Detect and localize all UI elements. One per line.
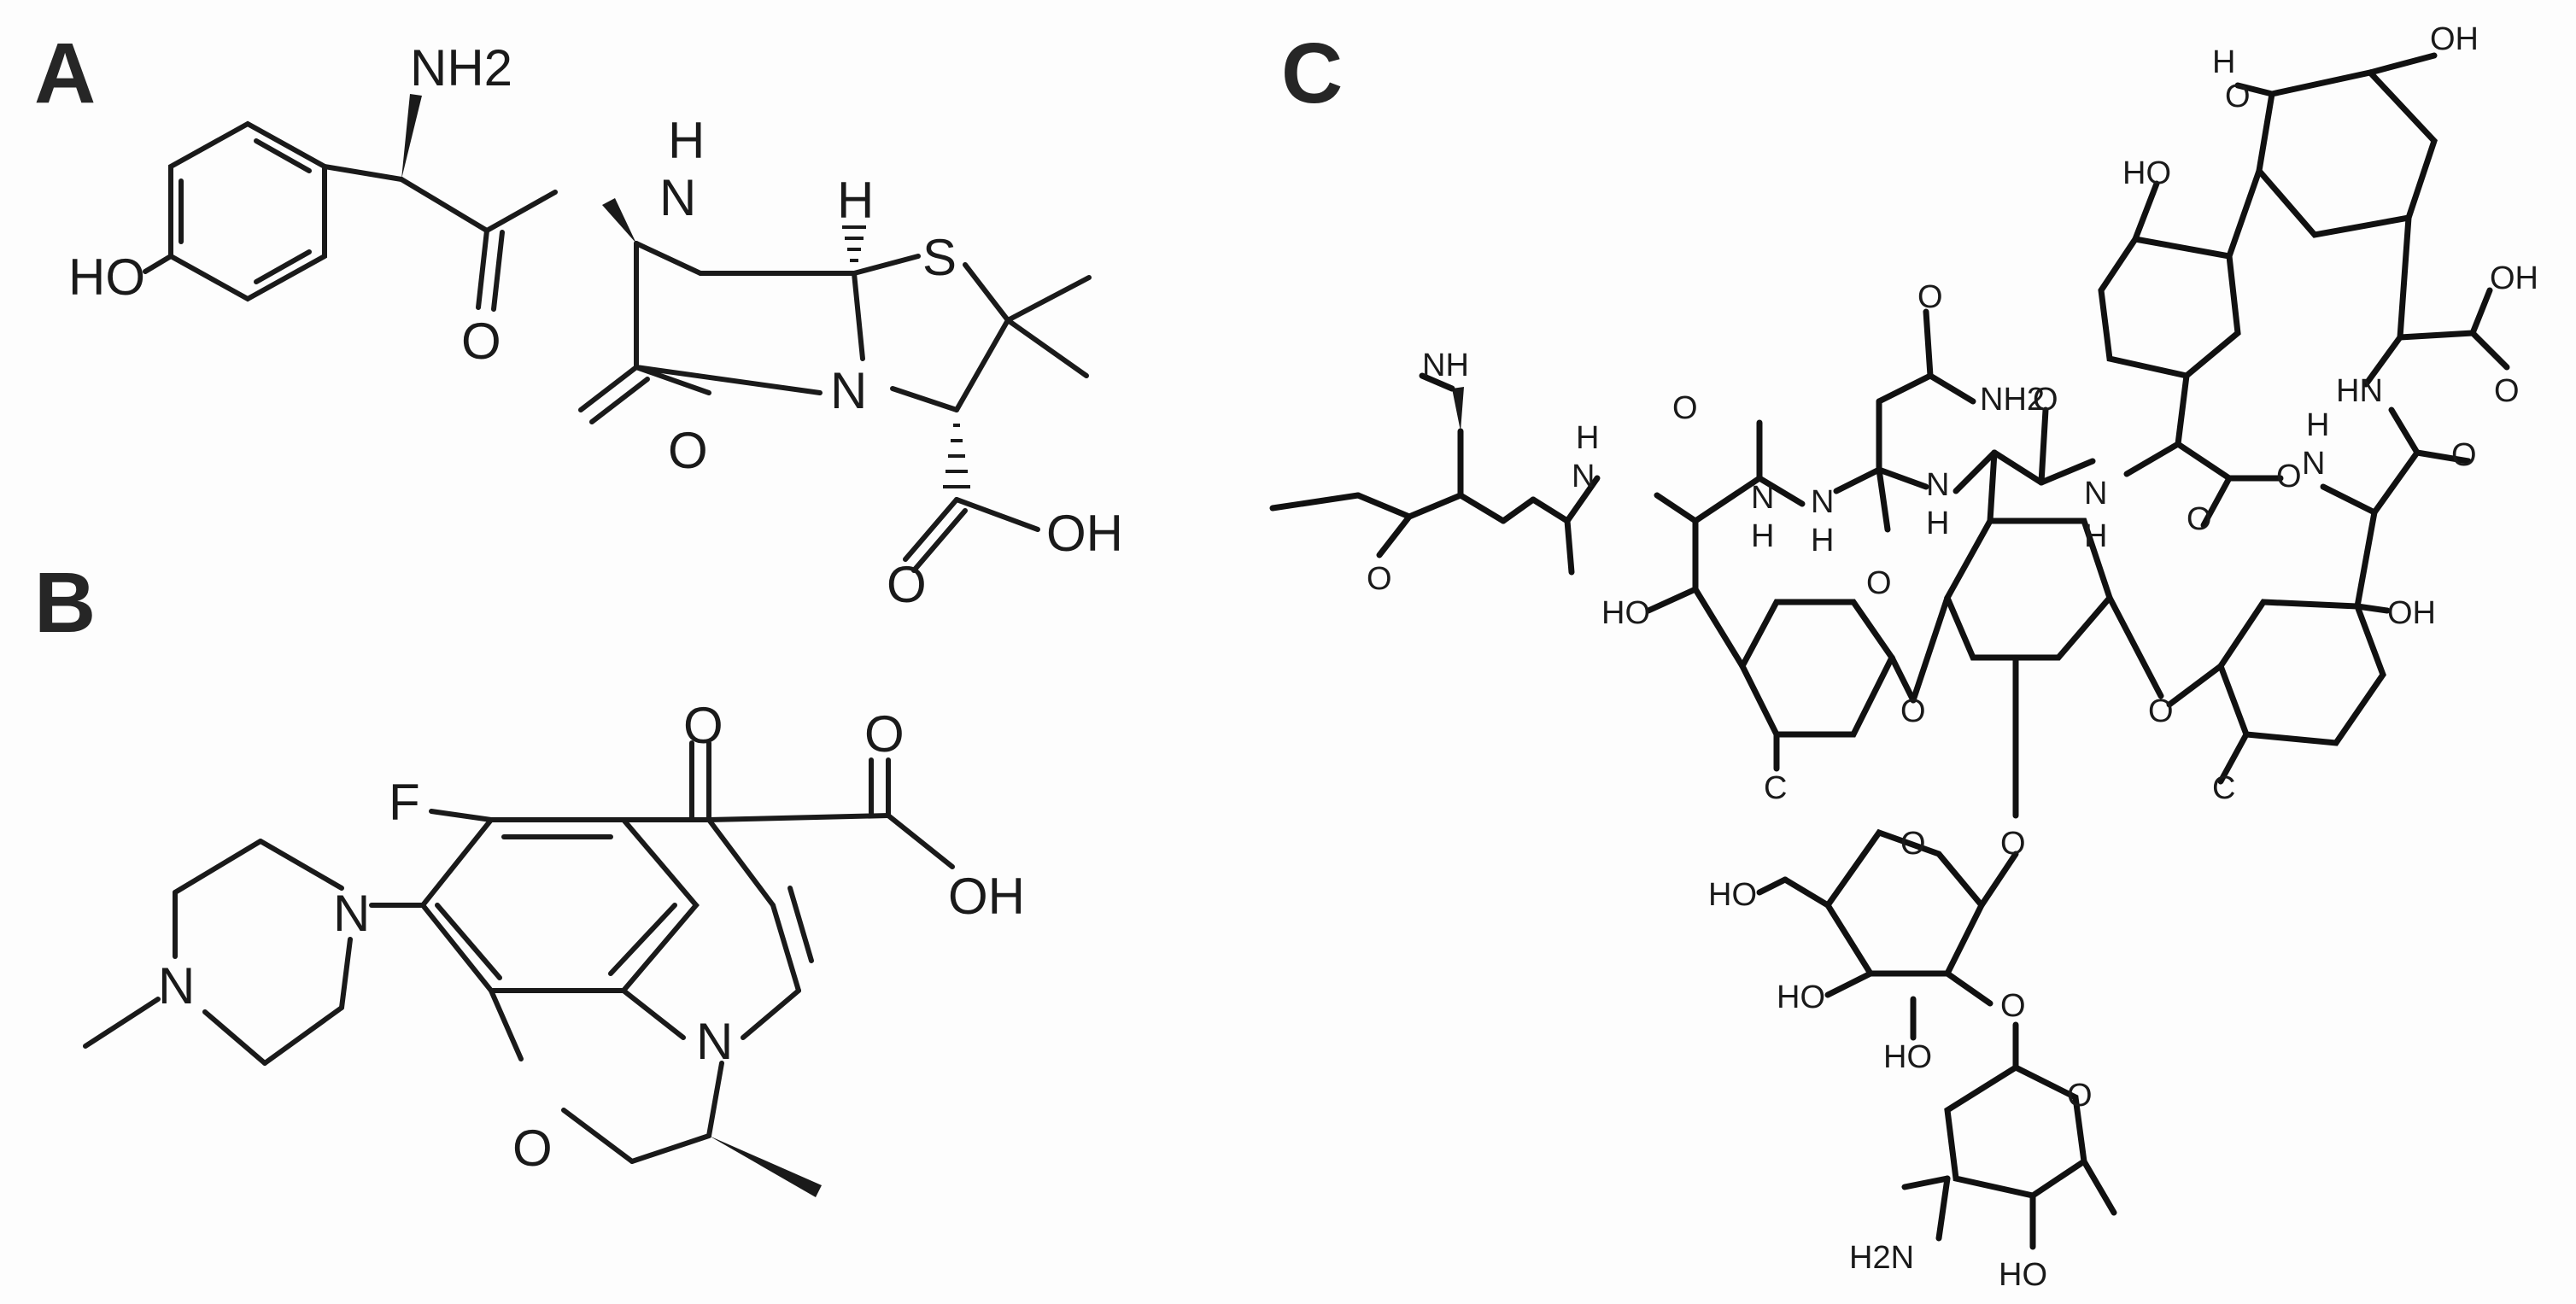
panel-a: A (34, 26, 1123, 613)
atom-s: S (922, 229, 957, 286)
atom-c-h4: H (1926, 506, 1949, 541)
atom-c-o3: O (1866, 565, 1892, 601)
atom-c-o-s3: O (2000, 988, 2026, 1024)
atom-c-n1: N (1572, 459, 1595, 494)
atom-c-o-ether2: O (2148, 693, 2174, 729)
hash-cooh (943, 424, 970, 488)
atom-o-acid: O (887, 556, 927, 613)
atom-n-core: N (696, 1013, 733, 1070)
wedge-nh2 (401, 94, 422, 179)
atom-c-oh-right: OH (2387, 595, 2436, 631)
atom-c-ho-sugar: HO (1708, 877, 1757, 913)
atom-c-o4: O (2187, 501, 2212, 537)
ring-top (2256, 69, 2438, 238)
atom-c-h-top: H (2212, 44, 2235, 80)
atom-o-ring: O (512, 1120, 553, 1177)
atom-c-n3: N (1811, 484, 1834, 520)
hash-h (842, 225, 866, 262)
panel-b-letter: B (34, 555, 96, 651)
atom-c-o-sugar: O (1900, 826, 1926, 862)
atom-c-c-left: C (1764, 770, 1787, 806)
panel-b-bonds (83, 740, 955, 1197)
benzo-ring (419, 817, 700, 993)
atom-c-n2: N (1751, 480, 1774, 516)
atom-o-acid-b: O (864, 705, 905, 763)
atom-o-amide: O (461, 313, 501, 370)
atom-nh-h: H (668, 112, 705, 169)
atom-c-o6: O (2451, 437, 2477, 473)
panel-a-atoms: NH2 H N HO O H S N O O OH (68, 39, 1123, 613)
wedge-nh (1452, 387, 1464, 431)
panel-c-bonds (1269, 52, 2510, 1250)
atom-c-o1: O (1367, 561, 1392, 597)
atom-ho: HO (68, 249, 145, 306)
atom-c-o-mid: O (2033, 382, 2058, 418)
panel-a-letter: A (34, 26, 96, 121)
ring-upper-left (2098, 236, 2241, 379)
ring-left (1739, 599, 1896, 738)
atom-o-keto: O (683, 697, 723, 754)
atom-c-h2: H (1751, 518, 1774, 554)
atom-n-pip2: N (158, 957, 195, 1015)
atom-c-ho-bottom: HO (1999, 1257, 2047, 1293)
wedge-n (602, 198, 636, 243)
atom-c-c-right: C (2212, 770, 2235, 806)
atom-c-nh-left: NH (1422, 348, 1469, 383)
atom-c-o-top: O (2225, 79, 2251, 114)
atom-c-nh2-asn: NH2 (1980, 382, 2045, 418)
atom-c-o2: O (1672, 390, 1698, 426)
atom-n-ring: N (830, 362, 867, 419)
atom-c-h1: H (1576, 420, 1599, 456)
atom-c-o-ether1: O (1900, 693, 1926, 729)
atom-c-ho-s2: HO (1777, 979, 1825, 1015)
panel-c-atoms: OH H O HO NH O NH2 O OH O HN H N O O N H… (1367, 21, 2538, 1293)
atom-h-stereo: H (837, 172, 874, 229)
atom-c-h3: H (1811, 523, 1834, 558)
atom-c-hn-right: HN (2336, 373, 2383, 409)
atom-c-n6: N (2302, 446, 2325, 482)
atom-c-oh-acid: OH (2490, 260, 2538, 296)
panel-c: C (1269, 21, 2538, 1293)
atom-n-pip1: N (333, 885, 370, 942)
atom-c-o-asn: O (1917, 279, 1943, 315)
atom-f: F (389, 774, 420, 831)
atom-oh-acid-b: OH (948, 868, 1025, 925)
atom-c-o-acid: O (2494, 373, 2520, 409)
atom-o-lactam: O (668, 422, 708, 479)
wedge-methyl (709, 1136, 822, 1197)
atom-c-h2n: H2N (1849, 1240, 1914, 1276)
panel-b: B (34, 555, 1025, 1197)
atom-c-o-link: O (2000, 826, 2026, 862)
atom-c-n5: N (2084, 476, 2107, 512)
atom-c-h5: H (2084, 518, 2107, 554)
atom-oh-acid: OH (1046, 505, 1123, 562)
panel-a-bonds (143, 94, 1092, 573)
atom-c-ho-left: HO (1601, 595, 1650, 631)
phenol-ring (168, 120, 327, 302)
atom-nh-n: N (659, 169, 696, 226)
atom-c-h6: H (2306, 407, 2329, 443)
atom-c-n4: N (1926, 467, 1949, 503)
panel-b-atoms: F O O OH N N N O (158, 697, 1025, 1177)
ring-right (2217, 599, 2386, 746)
ring-sugar2 (1944, 1063, 2087, 1199)
atom-c-ho-s4: HO (1883, 1039, 1932, 1075)
atom-nh2: NH2 (410, 39, 512, 96)
atom-c-ho-top: HO (2122, 155, 2171, 191)
panel-c-letter: C (1281, 26, 1343, 121)
atom-c-o-s5: O (2067, 1078, 2093, 1114)
atom-c-o5: O (2276, 459, 2302, 494)
atom-c-oh-top: OH (2430, 21, 2479, 57)
